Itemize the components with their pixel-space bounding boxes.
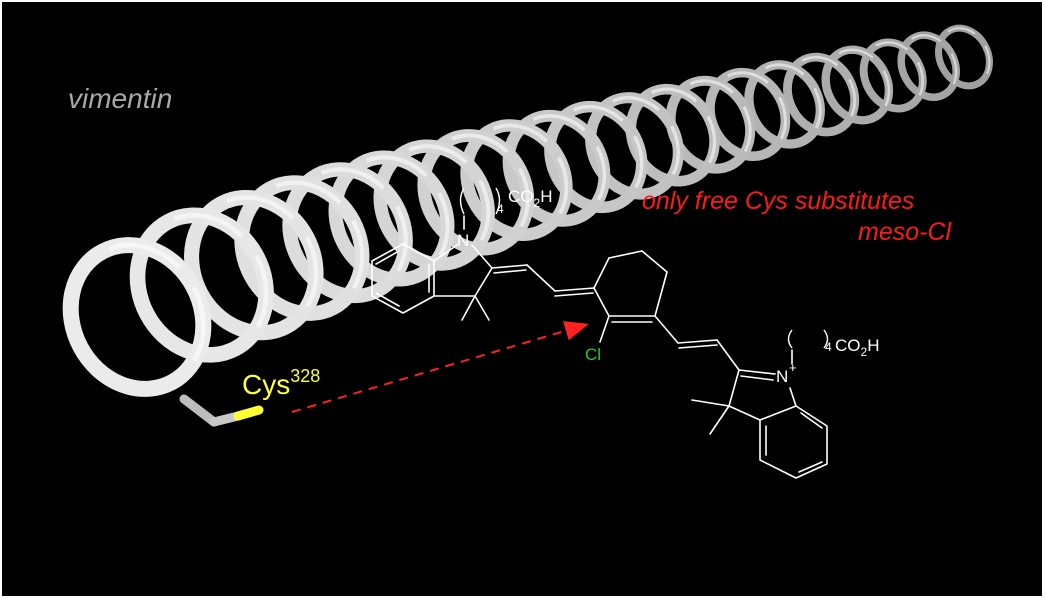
chain-repeat-bottom: 4 [825, 340, 832, 354]
reaction-arrow [292, 325, 585, 412]
annotation-line-1: only free Cys substitutes [642, 187, 914, 216]
atom-n-bottom: N [776, 367, 788, 386]
acid-group-bottom: CO2H [835, 336, 879, 359]
halogen-label: Cl [585, 345, 601, 364]
atom-n-top: N [457, 231, 469, 250]
protein-label: vimentin [68, 83, 172, 115]
cysteine-label: Cys328 [242, 366, 320, 401]
chain-repeat-top: 4 [497, 202, 504, 216]
residue-name: Cys [242, 369, 290, 400]
charge-plus: + [789, 360, 797, 375]
annotation-line-2: meso-Cl [858, 218, 951, 247]
cysteine-stick [184, 399, 259, 422]
residue-number: 328 [290, 366, 320, 386]
